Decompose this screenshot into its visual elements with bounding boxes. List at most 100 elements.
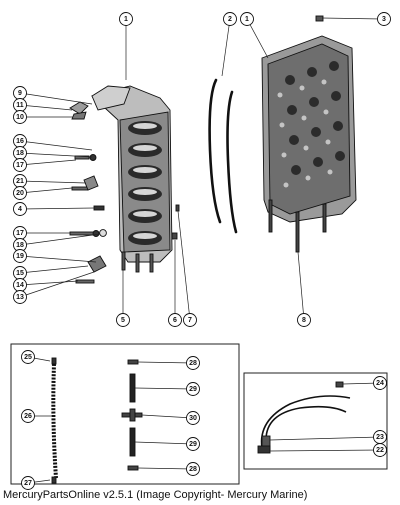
svg-text:27: 27 bbox=[24, 480, 32, 487]
svg-text:7: 7 bbox=[188, 317, 192, 324]
svg-text:18: 18 bbox=[16, 242, 24, 249]
callout-8: 8 bbox=[297, 313, 311, 327]
svg-text:3: 3 bbox=[382, 16, 386, 23]
leader-line-23 bbox=[269, 436, 381, 441]
leader-line-21 bbox=[19, 180, 87, 184]
svg-text:19: 19 bbox=[16, 253, 24, 260]
copyright-footer: MercuryPartsOnline v2.5.1 (Image Copyrig… bbox=[3, 489, 308, 501]
callout-17: 17 bbox=[13, 226, 27, 240]
leader-line-11 bbox=[19, 104, 73, 111]
svg-text:17: 17 bbox=[16, 230, 24, 237]
callout-30: 30 bbox=[186, 411, 200, 425]
svg-text:17: 17 bbox=[16, 162, 24, 169]
callout-15: 15 bbox=[13, 266, 27, 280]
callout-17: 17 bbox=[13, 158, 27, 172]
callout-11: 11 bbox=[13, 98, 27, 112]
callout-9: 9 bbox=[13, 86, 27, 100]
svg-text:5: 5 bbox=[121, 317, 125, 324]
callout-28: 28 bbox=[186, 356, 200, 370]
hose-kit-panel bbox=[10, 343, 240, 485]
svg-text:10: 10 bbox=[16, 114, 24, 121]
leader-line-17 bbox=[19, 159, 77, 166]
svg-text:29: 29 bbox=[189, 386, 197, 393]
cylinder-block-right bbox=[261, 35, 357, 253]
callout-22: 22 bbox=[373, 443, 387, 457]
svg-text:30: 30 bbox=[189, 415, 197, 422]
svg-text:15: 15 bbox=[16, 270, 24, 277]
svg-text:22: 22 bbox=[376, 447, 384, 454]
callout-21: 21 bbox=[13, 174, 27, 188]
svg-text:28: 28 bbox=[189, 466, 197, 473]
svg-text:28: 28 bbox=[189, 360, 197, 367]
callout-14: 14 bbox=[13, 278, 27, 292]
svg-text:9: 9 bbox=[18, 90, 22, 97]
svg-text:1: 1 bbox=[245, 16, 249, 23]
leader-line-22 bbox=[269, 449, 381, 452]
callout-20: 20 bbox=[13, 186, 27, 200]
svg-text:20: 20 bbox=[16, 190, 24, 197]
callout-10: 10 bbox=[13, 110, 27, 124]
svg-text:29: 29 bbox=[189, 441, 197, 448]
svg-text:4: 4 bbox=[18, 206, 22, 213]
svg-text:23: 23 bbox=[376, 434, 384, 441]
callout-27: 27 bbox=[21, 476, 35, 490]
leader-line-1 bbox=[246, 18, 269, 59]
callout-23: 23 bbox=[373, 430, 387, 444]
callout-29: 29 bbox=[186, 437, 200, 451]
leader-line-13 bbox=[19, 271, 95, 298]
leader-line-3 bbox=[321, 17, 385, 20]
callout-24: 24 bbox=[373, 376, 387, 390]
callout-3: 3 bbox=[377, 12, 391, 26]
leader-line-30 bbox=[141, 414, 194, 419]
leader-line-8 bbox=[297, 251, 305, 321]
callout-5: 5 bbox=[116, 313, 130, 327]
leader-line-9 bbox=[19, 92, 93, 105]
callout-6: 6 bbox=[168, 313, 182, 327]
leader-line-29 bbox=[134, 387, 194, 390]
callout-1: 1 bbox=[119, 12, 133, 26]
svg-text:8: 8 bbox=[302, 317, 306, 324]
leader-line-19 bbox=[19, 255, 97, 263]
svg-text:13: 13 bbox=[16, 294, 24, 301]
callout-26: 26 bbox=[21, 409, 35, 423]
leader-line-16 bbox=[19, 140, 93, 151]
leader-line-15 bbox=[19, 265, 89, 274]
svg-text:25: 25 bbox=[24, 354, 32, 361]
callout-2: 2 bbox=[223, 12, 237, 26]
svg-text:21: 21 bbox=[16, 178, 24, 185]
leader-line-29 bbox=[134, 441, 194, 445]
cylinder-block-left bbox=[91, 85, 173, 273]
callout-29: 29 bbox=[186, 382, 200, 396]
hardware-left bbox=[69, 101, 180, 284]
callout-13: 13 bbox=[13, 290, 27, 304]
leader-line-28 bbox=[137, 467, 194, 470]
wiring-panel bbox=[243, 372, 388, 470]
callout-25: 25 bbox=[21, 350, 35, 364]
callout-19: 19 bbox=[13, 249, 27, 263]
leader-line-20 bbox=[19, 187, 73, 194]
svg-text:16: 16 bbox=[16, 138, 24, 145]
seal-strips bbox=[208, 78, 238, 234]
svg-text:1: 1 bbox=[124, 16, 128, 23]
leader-line-2 bbox=[221, 18, 231, 77]
plug-item-3 bbox=[315, 15, 324, 22]
svg-text:24: 24 bbox=[376, 380, 384, 387]
svg-text:26: 26 bbox=[24, 413, 32, 420]
leader-line-4 bbox=[19, 207, 95, 210]
callout-16: 16 bbox=[13, 134, 27, 148]
svg-text:6: 6 bbox=[173, 317, 177, 324]
leader-line-18 bbox=[19, 152, 93, 158]
callout-4: 4 bbox=[13, 202, 27, 216]
leader-line-14 bbox=[19, 280, 79, 286]
leader-line-7 bbox=[177, 210, 191, 321]
leader-line-28 bbox=[137, 361, 194, 364]
callout-7: 7 bbox=[183, 313, 197, 327]
svg-text:2: 2 bbox=[228, 16, 232, 23]
callout-18: 18 bbox=[13, 146, 27, 160]
leader-line-18 bbox=[19, 233, 101, 246]
svg-text:18: 18 bbox=[16, 150, 24, 157]
svg-text:14: 14 bbox=[16, 282, 24, 289]
callout-28: 28 bbox=[186, 462, 200, 476]
